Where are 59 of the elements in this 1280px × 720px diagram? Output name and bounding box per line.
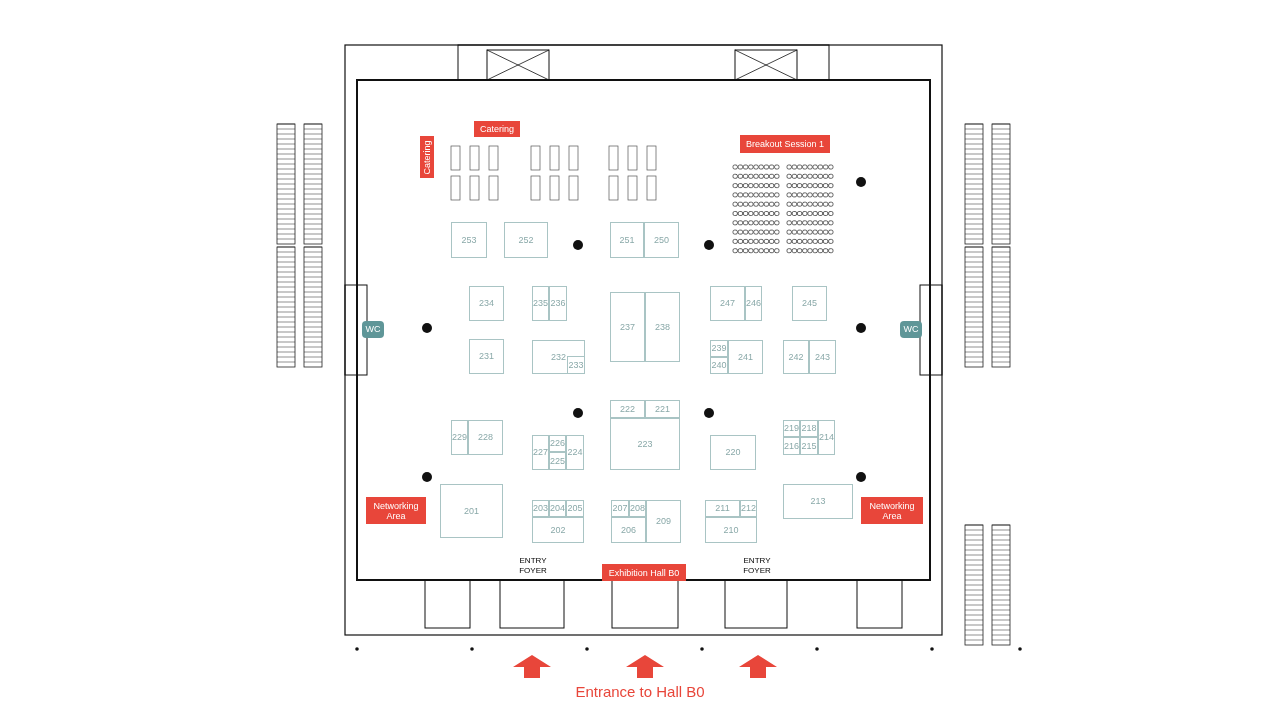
booth-box: 239 bbox=[710, 340, 728, 357]
booth-box: 212 bbox=[740, 500, 757, 517]
restroom-tag: WC bbox=[900, 321, 922, 338]
booth-box: 211 bbox=[705, 500, 740, 517]
booth-box: 214 bbox=[818, 420, 835, 455]
booth-box: 227 bbox=[532, 435, 549, 470]
booth-box: 237 bbox=[610, 292, 645, 362]
booth-box: 218 bbox=[800, 420, 818, 437]
booth-box: 231 bbox=[469, 339, 504, 374]
booth-box: 201 bbox=[440, 484, 503, 538]
booth-box: 232 233 bbox=[532, 340, 585, 374]
booth-box: 252 bbox=[504, 222, 548, 258]
booth-box: 234 bbox=[469, 286, 504, 321]
booth-box: 210 bbox=[705, 517, 757, 543]
booth-box: 208 bbox=[629, 500, 646, 517]
booth-box: 203 bbox=[532, 500, 549, 517]
booth-box: 247 bbox=[710, 286, 745, 321]
area-tag: Catering bbox=[474, 121, 520, 137]
booth-box: 250 bbox=[644, 222, 679, 258]
booth-box: 243 bbox=[809, 340, 836, 374]
booth-box: 215 bbox=[800, 437, 818, 455]
booth-box: 242 bbox=[783, 340, 809, 374]
booth-box: 223 bbox=[610, 418, 680, 470]
booth-box: 225 bbox=[549, 452, 566, 470]
booth-box: 207 bbox=[611, 500, 629, 517]
booth-box: 251 bbox=[610, 222, 644, 258]
booth-box: 221 bbox=[645, 400, 680, 418]
entrance-caption: Entrance to Hall B0 bbox=[574, 682, 706, 702]
booth-box: 224 bbox=[566, 435, 584, 470]
area-tag: Exhibition Hall B0 bbox=[602, 564, 686, 581]
booth-box: 216 bbox=[783, 437, 800, 455]
area-tag: Networking Area bbox=[861, 497, 923, 524]
booth-box: 236 bbox=[549, 286, 567, 321]
area-tag: Breakout Session 1 bbox=[740, 135, 830, 153]
booth-box: 229 bbox=[451, 420, 468, 455]
area-tag: Catering bbox=[420, 136, 434, 178]
booth-box: 246 bbox=[745, 286, 762, 321]
restroom-tag: WC bbox=[362, 321, 384, 338]
booth-box: 222 bbox=[610, 400, 645, 418]
booth-box: 205 bbox=[566, 500, 584, 517]
booth-box: 202 bbox=[532, 517, 584, 543]
booth-box: 213 bbox=[783, 484, 853, 519]
booth-box: 238 bbox=[645, 292, 680, 362]
booth-box: 206 bbox=[611, 517, 646, 543]
booth-box: 233 bbox=[567, 356, 585, 374]
booth-box: 245 bbox=[792, 286, 827, 321]
booth-box: 241 bbox=[728, 340, 763, 374]
area-tag: Networking Area bbox=[366, 497, 426, 524]
booth-box: 204 bbox=[549, 500, 566, 517]
booth-box: 219 bbox=[783, 420, 800, 437]
booth-box: 209 bbox=[646, 500, 681, 543]
booth-box: 253 bbox=[451, 222, 487, 258]
area-label: ENTRY FOYER bbox=[742, 556, 772, 576]
booth-box: 235 bbox=[532, 286, 549, 321]
area-label: ENTRY FOYER bbox=[518, 556, 548, 576]
booth-box: 228 bbox=[468, 420, 503, 455]
booth-box: 226 bbox=[549, 435, 566, 452]
booth-box: 220 bbox=[710, 435, 756, 470]
booth-box: 240 bbox=[710, 357, 728, 374]
